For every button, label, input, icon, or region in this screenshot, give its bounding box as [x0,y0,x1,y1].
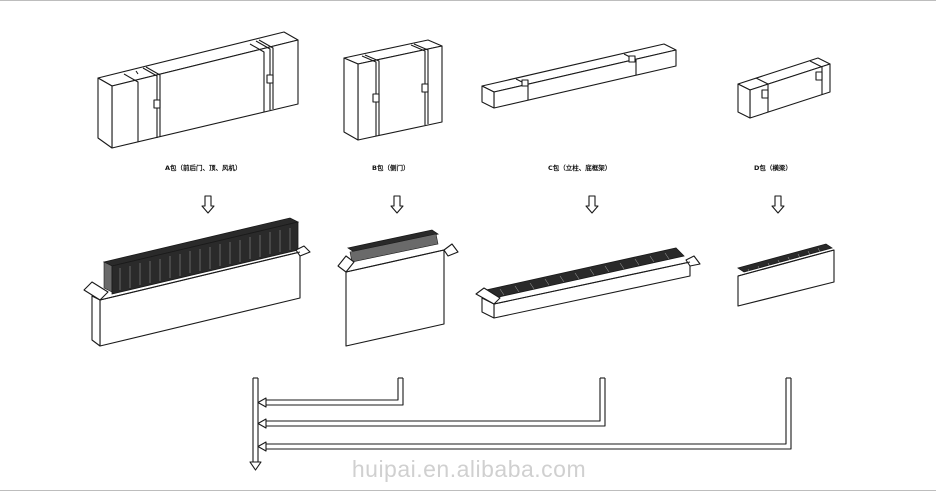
flow-lines [252,377,792,462]
arrow-left-icon [257,418,267,429]
box-b-packed [343,39,443,141]
down-arrow-icon [201,195,215,214]
label-package-c: C包（立柱、底框架） [548,163,611,172]
down-arrow-icon [585,195,599,214]
arrow-left-icon [257,441,267,452]
box-c-packed [481,43,677,109]
label-package-b: B包（侧门） [372,163,409,172]
box-d-packed [737,57,831,119]
label-package-a: A包（前后门、顶、风机） [165,163,242,172]
arrow-left-icon [257,397,267,408]
box-b-open [337,229,459,347]
watermark: huipai.en.alibaba.com [351,456,587,482]
box-a-packed [97,31,299,149]
arrow-down-icon [249,461,262,471]
down-arrow-icon [390,195,404,214]
box-c-open [475,247,701,319]
label-package-d: D包（横梁） [754,163,792,172]
box-a-open [83,217,311,347]
down-arrow-icon [771,195,785,214]
box-d-open [737,243,835,307]
